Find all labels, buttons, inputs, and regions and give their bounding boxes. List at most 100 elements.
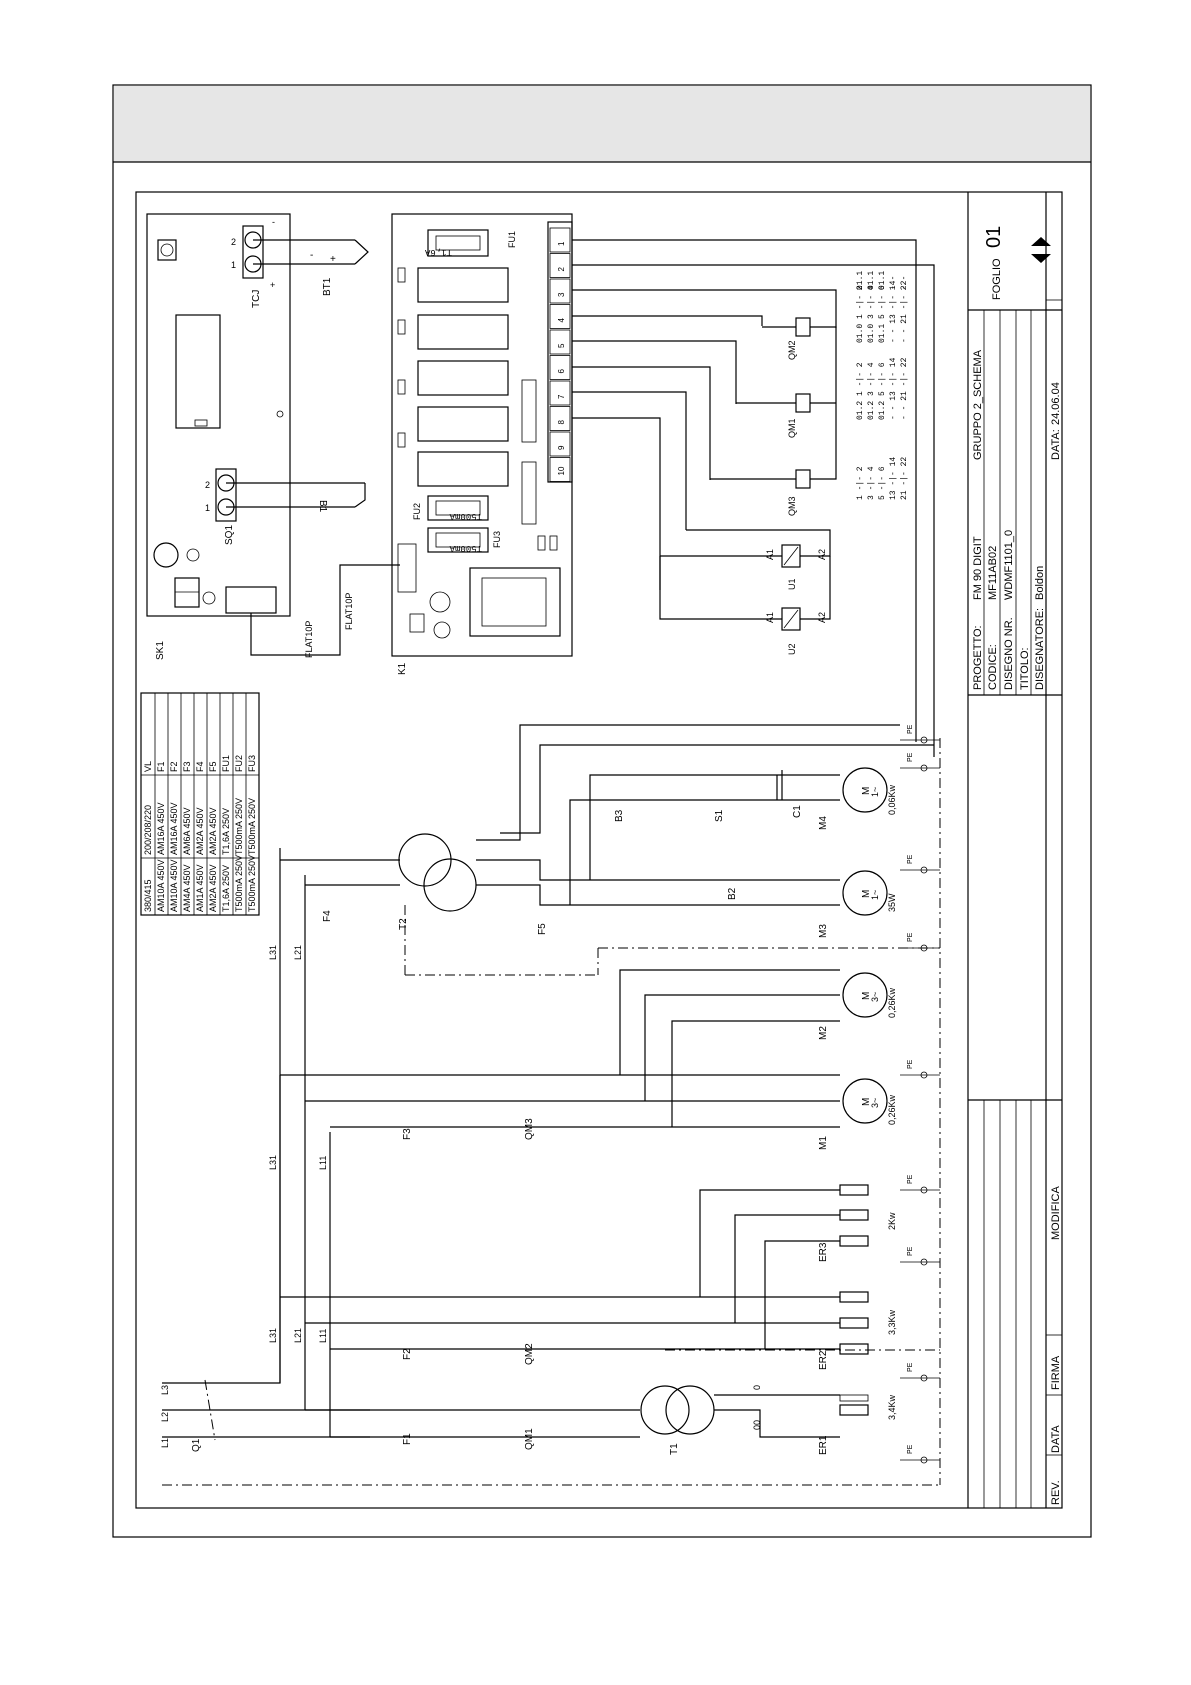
b1-probe: B1 [226, 482, 366, 513]
disegno-label: DISEGNO NR. [1003, 617, 1015, 690]
er3-heater-u [839, 1235, 869, 1247]
er3-power: 2Kw [887, 1212, 897, 1230]
m3-power: 35W [887, 893, 897, 912]
er2-power: 3,3Kw [887, 1309, 897, 1335]
contact-table-entry: - - 21 -|- 22 [900, 280, 909, 343]
fu1-label: FU1 [507, 231, 517, 248]
progetto-label: PROGETTO: [972, 625, 984, 690]
bt1-label: BT1 [322, 277, 333, 296]
u1-a2: A2 [817, 549, 827, 560]
fuse-table-row-name: F3 [182, 761, 192, 772]
er1-heater [839, 1404, 869, 1416]
b3-label: B3 [614, 809, 625, 822]
fuse-table-row-value-b: AM10A 450V [156, 859, 166, 912]
pe-terminal [920, 866, 928, 874]
u2-label: U2 [787, 643, 797, 655]
pe-label: PE [907, 1059, 914, 1069]
terminal-number: 3 [557, 292, 566, 297]
pe-label: PE [907, 724, 914, 734]
fuse-table-row-value-b: AM10A 450V [169, 859, 179, 912]
fuse-table-row-name: F5 [208, 761, 218, 772]
er3-heater-v [839, 1209, 869, 1221]
k1-label: K1 [397, 662, 408, 675]
f3-label: F3 [402, 1128, 413, 1140]
er1-power: 3,4Kw [887, 1394, 897, 1420]
qm1-label: QM1 [787, 418, 797, 438]
fuse-table-row-name: FU3 [247, 755, 257, 772]
terminal-number: 9 [557, 445, 566, 450]
m3-m: M [861, 890, 872, 898]
m3-label: M3 [818, 924, 829, 938]
gruppo-value: GRUPPO 2_SCHEMA [972, 349, 984, 460]
contact-table-entry: 21 -|- 22 [900, 457, 909, 500]
fuse-table-row-value-a: AM6A 450V [182, 807, 192, 855]
fu3-label: FU3 [492, 531, 502, 548]
rev-label: REV. [1050, 1480, 1062, 1505]
terminal-number: 10 [557, 466, 566, 475]
codice-label: CODICE: [987, 644, 999, 690]
fuse-table-row-value-a: T500mA 250V [247, 798, 257, 855]
er1-label: ER1 [818, 1435, 829, 1455]
power-section: Q1 L1 L2 L3 L31 L21 L11 L31 L11 L31 L21 … [160, 724, 940, 1455]
fu2-label: FU2 [412, 503, 422, 520]
m4-motor [842, 767, 888, 813]
pe-terminal [920, 736, 928, 744]
flat-label-2: FLAT10P [344, 593, 354, 630]
tcj-label: TCJ [251, 290, 262, 308]
fuse-table-row-value-b: T500mA 250V [234, 855, 244, 912]
pe-label: PE [907, 1174, 914, 1184]
svg-text:1: 1 [231, 260, 236, 270]
flat-label-1: FLAT10P [304, 621, 314, 658]
fuse-table-row-name: FU1 [221, 755, 231, 772]
contact-table-entry: - - 13 -|- 14 [889, 357, 898, 420]
bus-l11-a: L11 [318, 1329, 328, 1343]
terminal-block [549, 304, 571, 329]
m4-power: 0,06Kw [887, 784, 897, 815]
fuse-table-row-value-a: AM2A 450V [208, 807, 218, 855]
foglio-value: 01 [983, 226, 1005, 248]
contact-table-entry: 01.1 [878, 271, 887, 290]
f1-label: F1 [402, 1433, 413, 1445]
u1-label: U1 [787, 578, 797, 590]
qm2-contact-label: QM2 [524, 1343, 535, 1365]
pe-label: PE [907, 752, 914, 762]
er2-label: ER2 [818, 1350, 829, 1370]
disegnatore-value: Boldon [1034, 566, 1046, 600]
m2-motor [842, 972, 888, 1018]
q1-l1: L1 [160, 1438, 170, 1448]
pe-terminal [920, 1186, 928, 1194]
m3-1: 1~ [870, 890, 880, 900]
contact-table-entry: 5 -|- 6 [878, 466, 887, 500]
contact-table-entry: - - 13 -|- 14 [889, 280, 898, 343]
svg-text:-: - [272, 217, 275, 227]
qm2-label: QM2 [787, 340, 797, 360]
rev-data-label: DATA [1050, 1425, 1062, 1453]
fuse-table-row-value-a: T500mA 250V [234, 798, 244, 855]
pe-label: PE [907, 1444, 914, 1454]
contact-table-entry: 01.1 5 -|- 6 [878, 285, 887, 343]
contact-table-entry: 01.2 5 -|- 6 [878, 362, 887, 420]
m4-1: 1~ [870, 787, 880, 797]
fuse-table-row-value-a: AM16A 450V [169, 802, 179, 855]
contact-table-entry: - - 21 -|- 22 [900, 357, 909, 420]
m1-3: 3~ [870, 1098, 880, 1108]
bus-l11-b: L11 [318, 1156, 328, 1170]
contact-table-entry: 01.2 1 -|- 2 [856, 362, 865, 420]
fuse-table-row-value-b: AM2A 450V [208, 864, 218, 912]
bus-l31-a: L31 [268, 1328, 278, 1343]
qm2-coil [795, 317, 811, 337]
sheet-frame [112, 84, 1092, 1538]
terminal-block [549, 227, 571, 253]
pe-terminal [920, 1071, 928, 1079]
q1-l2: L2 [160, 1412, 170, 1422]
m1-m: M [861, 1098, 872, 1106]
f4-label: F4 [322, 910, 333, 922]
pe-label: PE [907, 854, 914, 864]
u2-a2: A2 [817, 612, 827, 623]
m2-label: M2 [818, 1026, 829, 1040]
f5-label: F5 [537, 923, 548, 935]
contact-table-entry: - - [889, 276, 898, 290]
fu3-value: T500mA [449, 543, 482, 553]
